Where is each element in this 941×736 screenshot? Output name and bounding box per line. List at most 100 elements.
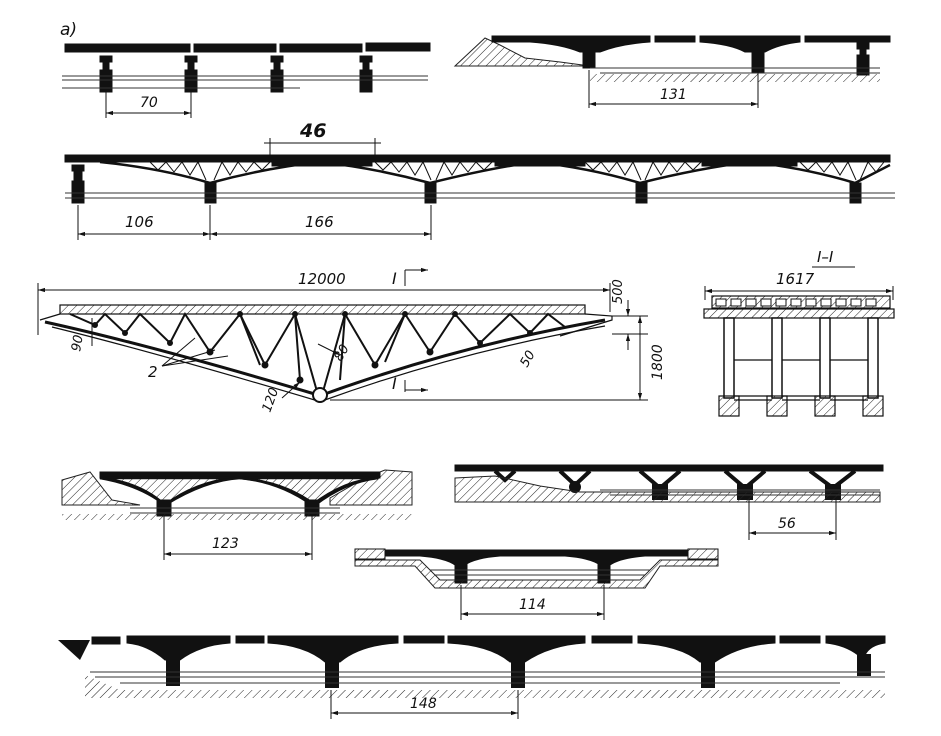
bridge-4-span-dimension [163, 516, 313, 560]
truss-bottom-chord-right-inner [321, 325, 606, 402]
bridge-3-segment-label: 46 [299, 120, 326, 142]
cross-section-deck [703, 295, 895, 319]
bridge-7-deck-f [447, 635, 586, 663]
cross-section: I–I 1617 [703, 248, 895, 417]
truss-bottom-chord-left [44, 320, 319, 397]
truss-section-mark-top: I [392, 269, 397, 288]
bridge-7-span-dimension [330, 690, 519, 719]
cross-section-width-label: 1617 [776, 270, 815, 288]
bridge-1: 70 [62, 42, 431, 118]
bridge-1-deck-c [279, 43, 363, 53]
truss-detail: 12000 500 1800 [37, 267, 666, 414]
bridge-2-piers [582, 42, 870, 76]
bridge-5-span-dimension [748, 500, 837, 540]
bridge-6-abutment-left [354, 548, 386, 560]
bridge-1-span-dimension [105, 92, 192, 118]
truss-depth-end-label: 500 [611, 279, 626, 304]
cross-section-width-dimension [704, 286, 894, 300]
bridge-7-deck-d [267, 635, 399, 663]
bridge-7-water [90, 671, 885, 684]
bridge-3-link-span-3 [701, 156, 798, 167]
bridge-2-span-dimension [588, 70, 759, 108]
bridge-1-deck-d [365, 42, 431, 52]
truss-depth-mid-label: 1800 [650, 344, 666, 380]
bridge-3-link-span-1 [271, 156, 373, 167]
bridge-3-span-dimensions [77, 205, 432, 240]
bridge-7-deck-e [403, 635, 445, 644]
truss-member-label: 2 [148, 363, 158, 381]
cross-section-footings [718, 395, 884, 417]
bridge-2: 131 [453, 35, 891, 108]
truss-nodes [92, 311, 533, 384]
bridge-6-span-dimension [460, 585, 605, 620]
bridge-2-deck-d [804, 35, 891, 43]
bridge-5-water [600, 489, 880, 496]
bridge-7-deck-b [126, 635, 231, 661]
bridge-2-water [590, 67, 880, 74]
bridge-1-span-label: 70 [140, 95, 158, 111]
truss-bottom-node [312, 387, 328, 403]
truss-bottom-chord-right [321, 318, 606, 397]
truss-section-marks [404, 267, 428, 393]
bridge-3-water [65, 192, 895, 199]
bridge-7-deck-c [235, 635, 265, 644]
bridge-7-deck-h [637, 635, 776, 663]
bridge-7-deck-a [91, 636, 121, 645]
bridge-7-deck-i [779, 635, 821, 644]
bridge-2-deck-c [654, 35, 696, 43]
cross-section-title-text: I–I [817, 248, 834, 266]
truss-dim-120: 120 [260, 386, 283, 414]
panel-label: a) [60, 20, 77, 40]
bridge-6-ground [354, 559, 719, 589]
bridge-7-deck-g [591, 635, 633, 644]
bridge-6-abutment-right [687, 548, 719, 560]
bridge-4-ground [62, 514, 412, 520]
truss-dim-80-leader [317, 343, 341, 356]
truss-dim-50: 50 [517, 348, 538, 370]
bridge-6: 114 [354, 548, 719, 620]
bridge-1-water [62, 75, 428, 89]
bridge-4: 123 [61, 469, 413, 560]
bridge-6-deck [384, 549, 689, 557]
bridge-3-span-label-1: 106 [125, 213, 154, 231]
cross-section-posts [723, 317, 879, 399]
truss-length-label: 12000 [298, 270, 346, 288]
bridge-7-deck-j [825, 635, 886, 656]
bridge-5-struts [493, 469, 857, 491]
bridge-1-piers [99, 55, 373, 93]
truss-dim-80: 80 [331, 342, 352, 364]
bridge-7-abutment-left [58, 640, 90, 660]
bridge-7-ground [85, 675, 885, 698]
bridge-7: 148 [58, 635, 886, 719]
bridge-3-link-span-2 [494, 156, 586, 167]
bridge-7-piers [166, 654, 871, 688]
bridge-1-deck-a [64, 43, 191, 53]
bridge-5-deck [454, 464, 884, 472]
bridge-2-deck-b [699, 35, 801, 53]
truss-bottom-chord-left-inner [51, 326, 319, 402]
bridge-2-span-label: 131 [660, 87, 687, 103]
bridge-3-truss-webs [149, 160, 885, 181]
truss-member-leaders [161, 337, 229, 367]
cross-section-braces [734, 359, 868, 401]
bridge-3-span-label-2: 166 [305, 213, 334, 231]
bridge-3-segment-dimension [264, 138, 381, 156]
bridge-7-span-label: 148 [410, 696, 437, 712]
bridge-5: 56 [454, 464, 884, 540]
truss-depth-dimension [330, 300, 648, 401]
truss-top-edge [39, 313, 613, 337]
truss-section-mark-bottom: I [392, 374, 397, 393]
bridge-4-span-label: 123 [212, 536, 239, 552]
bridge-2-ground [590, 74, 880, 82]
bridge-6-water [430, 569, 650, 576]
truss-dim-120-leader [281, 381, 301, 399]
truss-web-members [69, 311, 566, 396]
bridge-4-water [130, 507, 340, 514]
bridge-5-span-label: 56 [778, 516, 796, 532]
truss-length-dimension [37, 283, 611, 335]
truss-dim-90: 90 [69, 334, 87, 353]
bridge-1-deck-b [193, 43, 277, 53]
bridge-3-deck [64, 154, 891, 163]
